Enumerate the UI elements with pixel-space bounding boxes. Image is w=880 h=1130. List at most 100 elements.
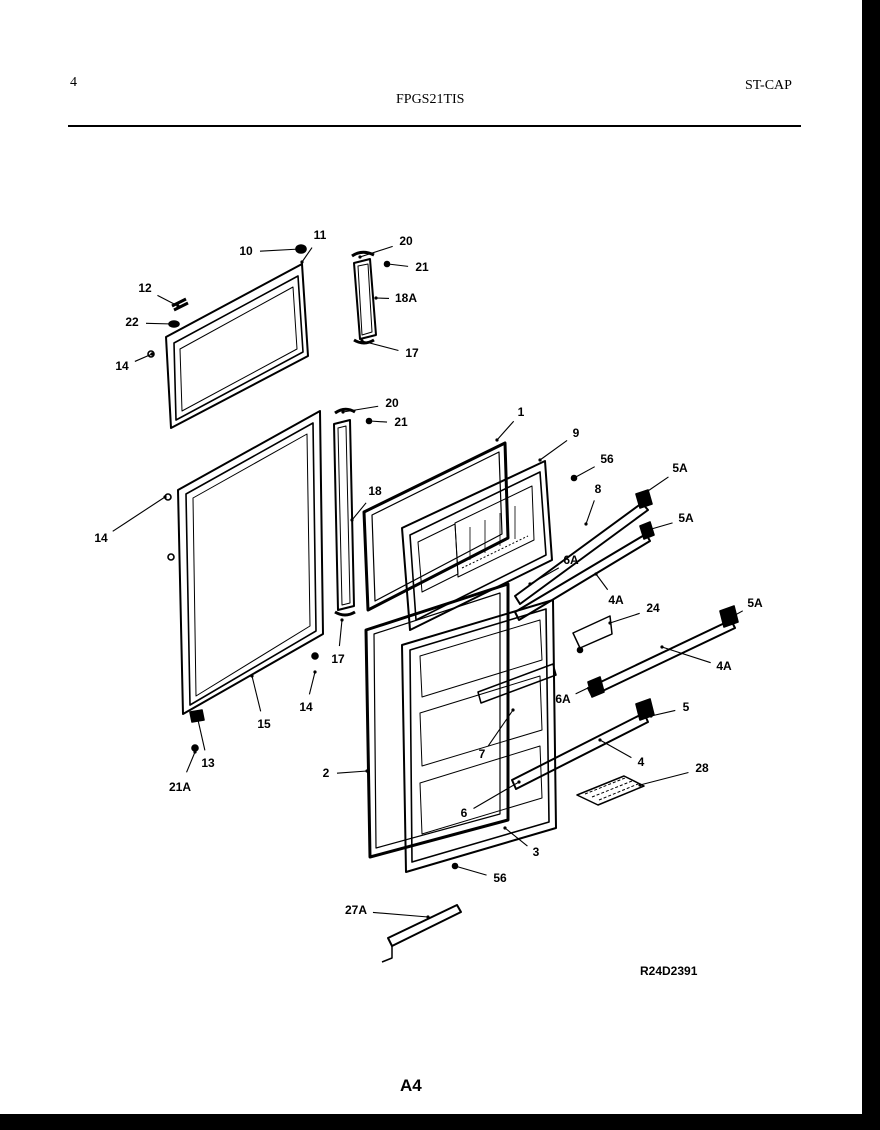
leader-line-36 [504,827,528,847]
leader-tip-29 [511,708,515,712]
leader-tip-16 [646,528,650,532]
top-left-hardware [147,244,307,358]
callout-16: 5A [678,511,694,525]
leader-tip-8 [360,339,364,343]
leader-line-34 [186,751,196,773]
fresh-food-handle [333,407,373,617]
leader-tip-23 [340,618,344,622]
leader-line-24 [661,646,711,664]
fresh-food-gasket [364,582,510,859]
leader-line-10 [369,420,388,423]
leader-tip-7 [374,296,378,300]
leader-line-12 [539,439,568,461]
leader-line-35 [473,781,520,809]
leader-line-27 [251,675,262,712]
leader-line-4 [134,353,153,362]
freezer-gasket [362,441,510,612]
leader-line-31 [599,739,632,759]
callout-27: 15 [257,717,271,731]
leader-line-26 [308,671,316,695]
leader-tip-18 [350,518,354,522]
callout-8: 17 [405,346,419,360]
leader-tip-25 [590,684,594,688]
callout-25: 6A [555,692,571,706]
callout-37: 56 [493,871,507,885]
leader-tip-30 [196,718,200,722]
freezer-door-shelves [514,489,655,654]
callout-30: 13 [201,756,215,770]
leader-tip-33 [365,769,369,773]
leader-tip-13 [572,476,576,480]
leader-line-14 [644,476,669,494]
callout-21: 24 [646,601,660,615]
leader-tip-36 [503,826,507,830]
leader-line-0 [259,248,301,252]
freezer-handle [351,250,391,345]
fresh-food-door-panel [164,410,324,752]
scan-edge-right [862,0,880,1130]
callout-6: 21 [415,260,429,274]
leader-tip-11 [495,438,499,442]
page-number: 4 [70,75,77,90]
callout-4: 14 [115,359,129,373]
callout-5: 20 [399,234,413,248]
leader-tip-27 [250,674,254,678]
leader-tip-38 [426,915,430,919]
leader-line-22 [727,610,744,620]
callout-3: 22 [125,315,139,329]
leader-tip-9 [341,410,345,414]
leader-line-11 [496,420,515,441]
callout-23: 17 [331,652,345,666]
leader-line-25 [575,685,593,695]
leader-tip-0 [298,247,302,251]
leader-tip-14 [643,491,647,495]
leader-line-20 [595,573,609,591]
callout-32: 28 [695,761,709,775]
callout-7: 18A [395,291,417,305]
callout-12: 9 [573,426,580,440]
leader-tip-35 [517,780,521,784]
callout-20: 4A [608,593,624,607]
leader-tip-32 [638,783,642,787]
callout-18: 18 [368,484,382,498]
callout-31: 4 [638,755,645,769]
leader-tip-21 [608,621,612,625]
leader-tip-2 [176,304,180,308]
diagram-artwork [147,244,739,963]
leader-tip-4 [150,352,154,356]
leader-line-17 [112,496,166,532]
leader-tip-24 [660,645,664,649]
grille [381,904,462,963]
freezer-door-liner [401,460,578,631]
figure-code: R24D2391 [640,964,698,978]
fresh-food-door-liner [401,599,557,873]
leader-line-3 [145,322,174,325]
leader-tip-28 [649,714,653,718]
callout-11: 1 [518,405,525,419]
page-label: A4 [400,1076,422,1095]
leader-tip-26 [313,670,317,674]
leader-tip-20 [594,572,598,576]
fresh-food-door-shelves [511,605,739,790]
leader-tip-31 [598,738,602,742]
callout-0: 10 [239,244,253,258]
leader-line-30 [197,719,206,751]
leader-tip-5 [358,255,362,259]
exploded-parts-diagram: 1011122214202118A17202119565A85A14186A4A… [94,228,763,963]
leader-line-28 [650,709,676,717]
callout-36: 3 [533,845,540,859]
leader-line-6 [387,263,409,267]
callout-10: 21 [394,415,408,429]
callout-38: 27A [345,903,367,917]
leader-line-2 [157,294,179,307]
leader-line-1 [301,247,313,263]
leader-tip-3 [171,322,175,326]
leader-line-23 [338,619,343,647]
leader-line-15 [585,500,595,525]
callout-26: 14 [299,700,313,714]
leader-tip-6 [386,262,390,266]
leader-tip-22 [726,617,730,621]
leader-line-16 [647,522,673,531]
freezer-door-panel [165,263,309,429]
leader-line-13 [573,466,595,479]
